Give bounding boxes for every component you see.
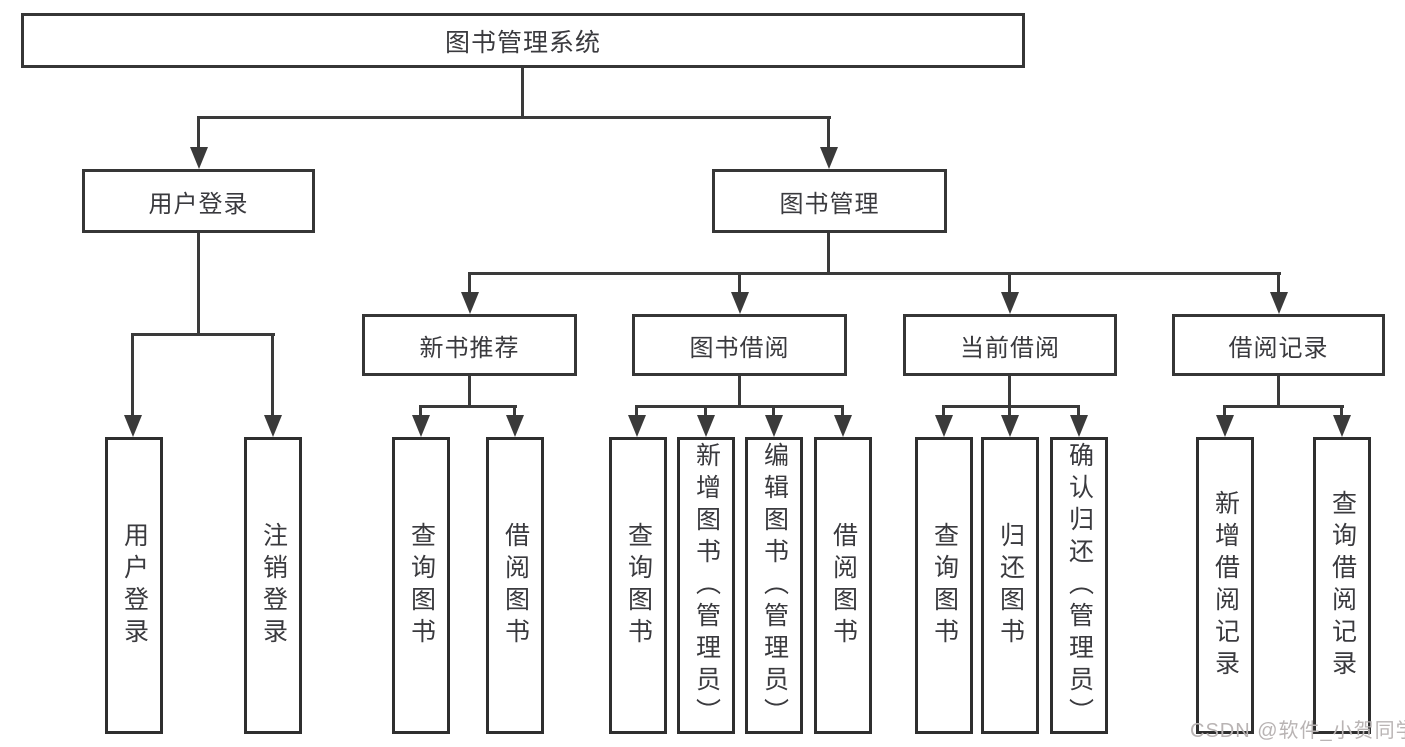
leaf-add-book: 新增图书（管理员） [677, 437, 735, 734]
leaf-add-borrow-record-label: 新增借阅记录 [1211, 489, 1240, 682]
connector-drop-confirm-return [1077, 405, 1080, 418]
leaf-query-books-a-label: 查询图书 [407, 521, 436, 650]
arrowhead-leaf-logout [264, 415, 282, 437]
leaf-borrow-books-a: 借阅图书 [486, 437, 544, 734]
arrowhead-borrow-records [1270, 292, 1288, 314]
node-borrow-records: 借阅记录 [1172, 314, 1385, 376]
arrowhead-user-login [190, 147, 208, 169]
connector-drop-borrow-books-b [841, 405, 844, 418]
leaf-borrow-books-a-label: 借阅图书 [501, 521, 530, 650]
connector-drop-return-book [1008, 405, 1011, 418]
arrowhead-query-borrow-record [1333, 415, 1351, 437]
connector-user-login-rail [131, 333, 275, 336]
arrowhead-edit-book [765, 415, 783, 437]
arrowhead-add-book [697, 415, 715, 437]
node-current-borrow: 当前借阅 [903, 314, 1117, 376]
connector-drop-query-borrow-record [1340, 405, 1343, 418]
connector-new-book-rec-rail [419, 405, 517, 408]
connector-current-borrow-rail [942, 405, 1080, 408]
connector-drop-query-books-b [635, 405, 638, 418]
arrowhead-current-borrow [1001, 292, 1019, 314]
arrowhead-book-borrow [731, 292, 749, 314]
leaf-return-book-label: 归还图书 [996, 521, 1025, 650]
leaf-query-books-c: 查询图书 [915, 437, 973, 734]
leaf-add-book-label: 新增图书（管理员） [692, 441, 721, 730]
connector-drop-borrow-books-a [513, 405, 516, 418]
connector-borrow-records-stub [1277, 376, 1280, 408]
leaf-borrow-books-b: 借阅图书 [814, 437, 872, 734]
arrowhead-query-books-c [935, 415, 953, 437]
connector-drop-edit-book [772, 405, 775, 418]
node-root: 图书管理系统 [21, 13, 1025, 68]
node-user-login-label: 用户登录 [148, 190, 249, 218]
connector-level3-rail [468, 272, 1281, 275]
connector-borrow-records-rail [1223, 405, 1344, 408]
leaf-return-book: 归还图书 [981, 437, 1039, 734]
connector-book-mgmt-stub [827, 233, 830, 275]
leaf-query-books-c-label: 查询图书 [930, 521, 959, 650]
node-book-borrow-label: 图书借阅 [689, 334, 790, 362]
arrowhead-book-mgmt [820, 147, 838, 169]
connector-drop-borrow-records [1277, 272, 1280, 295]
leaf-confirm-return: 确认归还（管理员） [1050, 437, 1108, 734]
connector-drop-leaf-user-login [131, 333, 134, 418]
arrowhead-query-books-a [412, 415, 430, 437]
leaf-query-borrow-record: 查询借阅记录 [1313, 437, 1371, 734]
node-user-login: 用户登录 [82, 169, 315, 233]
leaf-logout-label: 注销登录 [259, 521, 288, 650]
node-new-book-rec-label: 新书推荐 [419, 334, 520, 362]
node-root-label: 图书管理系统 [444, 28, 601, 57]
arrowhead-new-book-rec [461, 292, 479, 314]
leaf-user-login-label: 用户登录 [120, 521, 149, 650]
connector-drop-current-borrow [1008, 272, 1011, 295]
node-book-borrow: 图书借阅 [632, 314, 847, 376]
leaf-query-books-b: 查询图书 [609, 437, 667, 734]
connector-drop-user-login [197, 116, 200, 149]
connector-drop-add-book [704, 405, 707, 418]
connector-drop-leaf-logout [271, 333, 274, 418]
connector-drop-query-books-a [419, 405, 422, 418]
arrowhead-confirm-return [1070, 415, 1088, 437]
csdn-watermark: CSDN @软件_小贺同学 [1190, 720, 1405, 742]
connector-root-trunk [521, 68, 524, 118]
connector-drop-book-borrow [738, 272, 741, 295]
leaf-query-books-a: 查询图书 [392, 437, 450, 734]
connector-drop-add-borrow-record [1223, 405, 1226, 418]
arrowhead-query-books-b [628, 415, 646, 437]
connector-user-login-stub [197, 233, 200, 336]
connector-new-book-rec-stub [468, 376, 471, 408]
arrowhead-leaf-user-login [124, 415, 142, 437]
leaf-edit-book: 编辑图书（管理员） [745, 437, 803, 734]
connector-book-borrow-rail [635, 405, 844, 408]
connector-drop-new-book-rec [468, 272, 471, 295]
node-current-borrow-label: 当前借阅 [960, 334, 1060, 362]
leaf-user-login: 用户登录 [105, 437, 163, 734]
leaf-borrow-books-b-label: 借阅图书 [829, 521, 858, 650]
connector-current-borrow-stub [1008, 376, 1011, 408]
connector-drop-query-books-c [942, 405, 945, 418]
arrowhead-borrow-books-b [834, 415, 852, 437]
node-new-book-rec: 新书推荐 [362, 314, 577, 376]
arrowhead-add-borrow-record [1216, 415, 1234, 437]
arrowhead-borrow-books-a [506, 415, 524, 437]
leaf-logout: 注销登录 [244, 437, 302, 734]
leaf-confirm-return-label: 确认归还（管理员） [1065, 441, 1094, 730]
connector-book-borrow-stub [738, 376, 741, 408]
node-book-mgmt-label: 图书管理 [779, 190, 880, 218]
leaf-edit-book-label: 编辑图书（管理员） [760, 441, 789, 730]
node-borrow-records-label: 借阅记录 [1228, 334, 1329, 362]
arrowhead-return-book [1001, 415, 1019, 437]
connector-level2-rail [197, 116, 831, 119]
node-book-mgmt: 图书管理 [712, 169, 947, 233]
leaf-query-borrow-record-label: 查询借阅记录 [1328, 489, 1357, 682]
leaf-query-books-b-label: 查询图书 [624, 521, 653, 650]
leaf-add-borrow-record: 新增借阅记录 [1196, 437, 1254, 734]
connector-drop-book-mgmt [827, 116, 830, 149]
